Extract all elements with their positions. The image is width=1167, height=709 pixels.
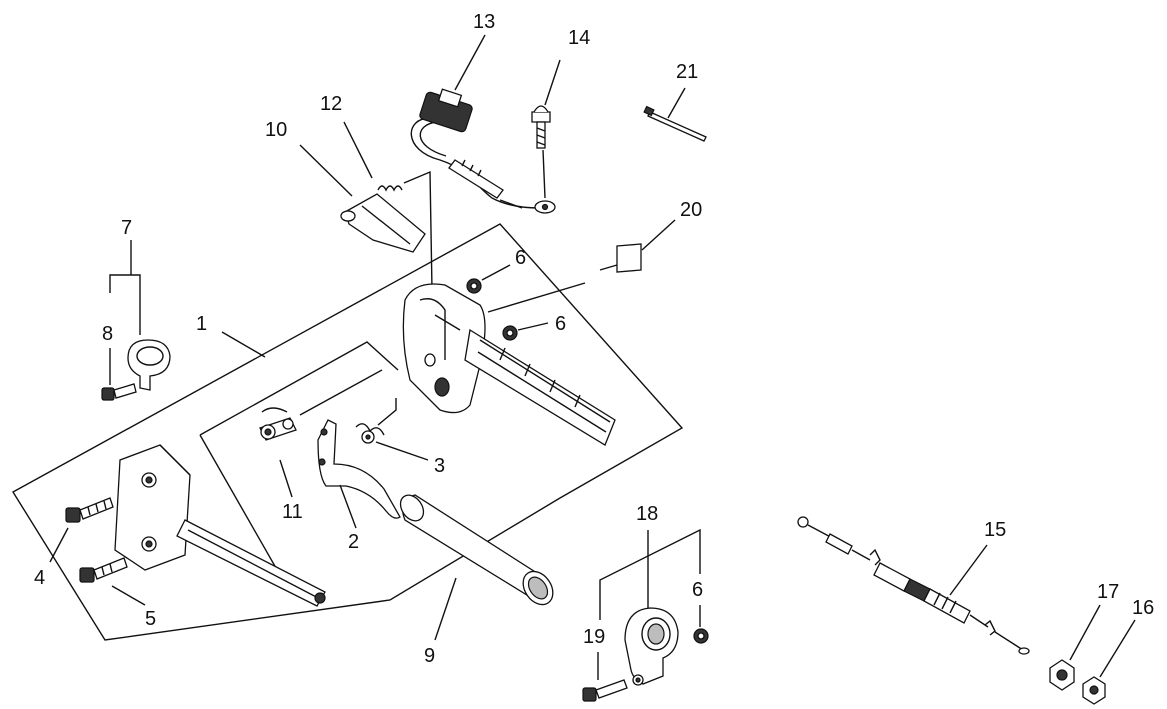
leader-9 (434, 577, 457, 641)
label-5: 5 (145, 608, 156, 630)
leader-4 (49, 527, 69, 563)
label-6a: 6 (515, 247, 526, 269)
label-2: 2 (348, 531, 359, 553)
label-13: 13 (473, 11, 495, 33)
cable-part-15 (797, 516, 1030, 655)
leader-6-housing (487, 282, 586, 313)
cable-tie-part-21 (643, 105, 707, 142)
screw-part-14 (531, 105, 551, 149)
label-10: 10 (265, 119, 287, 141)
subassembly-edge (199, 434, 281, 576)
label-6c: 6 (692, 579, 703, 601)
nut-part-16 (1082, 676, 1106, 705)
leader-3 (375, 441, 429, 461)
leader-13 (454, 34, 486, 91)
switch-part-13 (410, 88, 556, 214)
label-16: 16 (1132, 597, 1154, 619)
spring-part-12 (377, 185, 403, 192)
handle-housing-lower (114, 444, 326, 607)
label-14: 14 (568, 27, 590, 49)
leader-10-12-housing (403, 170, 433, 291)
label-15: 15 (984, 519, 1006, 541)
handle-housing-upper (402, 283, 616, 446)
leader-7-bracket (109, 274, 141, 335)
leader-6b (517, 322, 549, 331)
leader-5 (111, 585, 146, 606)
label-21: 21 (676, 61, 698, 83)
leader-16 (1099, 619, 1136, 678)
leader-20b (599, 264, 618, 271)
leader-17 (1069, 604, 1101, 661)
nut-part-6c (693, 628, 709, 644)
label-1: 1 (196, 313, 207, 335)
label-18: 18 (636, 503, 658, 525)
leader-21 (667, 87, 686, 119)
clamp-part-18 (624, 607, 679, 686)
assembly-1-outline (12, 223, 684, 641)
nut-hole-6b (506, 329, 514, 337)
label-7: 7 (121, 217, 132, 239)
label-8: 8 (102, 323, 113, 345)
leader-6a (481, 264, 511, 281)
label-17: 17 (1097, 581, 1119, 603)
trigger-part-2 (317, 419, 401, 519)
bolt-part-8 (101, 383, 137, 401)
leader-12 (343, 121, 373, 179)
label-20: 20 (680, 199, 702, 221)
leader-11 (279, 459, 293, 498)
pin-part-11 (259, 369, 383, 441)
leader-1 (221, 331, 266, 358)
grip-part-9 (399, 494, 554, 606)
label-4: 4 (34, 567, 45, 589)
bracket-18 (599, 528, 701, 620)
clamp-part-7 (127, 339, 171, 391)
subassembly-outline (199, 341, 399, 436)
spring-part-3 (355, 398, 397, 444)
label-6b: 6 (555, 313, 566, 335)
label-sticker-part-20 (616, 243, 642, 273)
label-9: 9 (424, 645, 435, 667)
bolt-part-4 (65, 497, 114, 523)
bolt-part-19 (582, 679, 628, 702)
leader-14-down (542, 149, 546, 199)
leader-15 (949, 544, 988, 596)
label-12: 12 (320, 93, 342, 115)
bolt-part-5 (79, 557, 128, 583)
lever-part-10 (340, 193, 426, 253)
label-19: 19 (583, 626, 605, 648)
nut-part-17 (1049, 659, 1075, 691)
label-11: 11 (282, 501, 303, 523)
leader-20 (641, 219, 676, 251)
leader-2 (339, 484, 357, 529)
leader-10 (299, 144, 353, 197)
nut-hole-6a (470, 282, 478, 290)
label-3: 3 (434, 455, 445, 477)
leader-14 (544, 59, 561, 106)
